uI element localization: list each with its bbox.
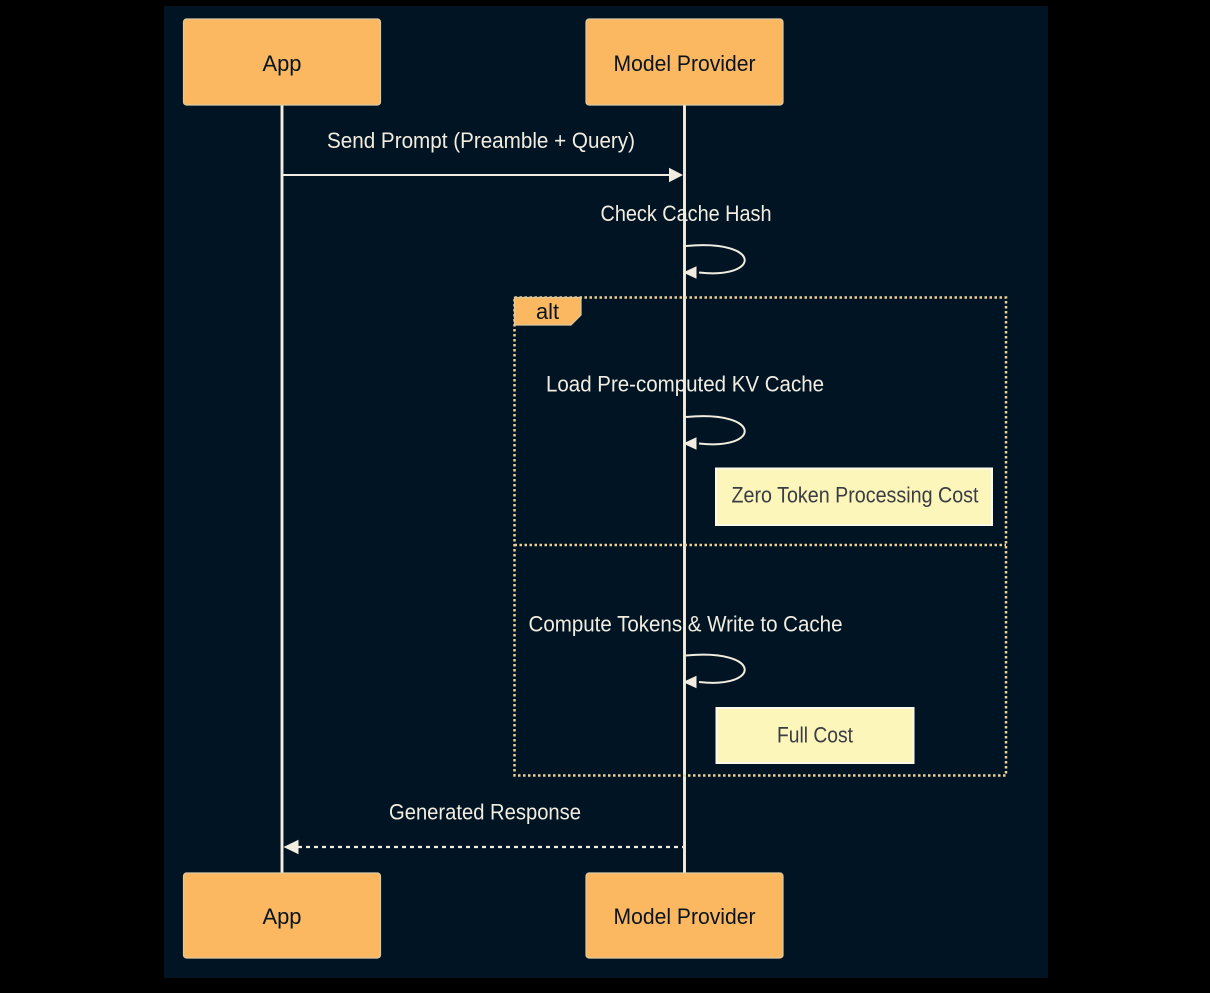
svg-text:Full Cost: Full Cost	[777, 723, 854, 748]
svg-text:Compute Tokens & Write to Cach: Compute Tokens & Write to Cache	[529, 612, 843, 637]
svg-text:Check Cache Hash: Check Cache Hash	[601, 201, 772, 226]
svg-text:App: App	[263, 904, 302, 929]
svg-text:App: App	[263, 51, 302, 76]
svg-text:Zero Token Processing Cost: Zero Token Processing Cost	[732, 483, 980, 508]
svg-text:Send Prompt (Preamble + Query): Send Prompt (Preamble + Query)	[327, 128, 635, 153]
svg-text:Load Pre-computed KV Cache: Load Pre-computed KV Cache	[546, 372, 824, 397]
svg-text:alt: alt	[536, 299, 560, 324]
svg-text:Model Provider: Model Provider	[614, 51, 756, 76]
svg-text:Generated Response: Generated Response	[389, 800, 581, 825]
svg-text:Model Provider: Model Provider	[614, 904, 756, 929]
